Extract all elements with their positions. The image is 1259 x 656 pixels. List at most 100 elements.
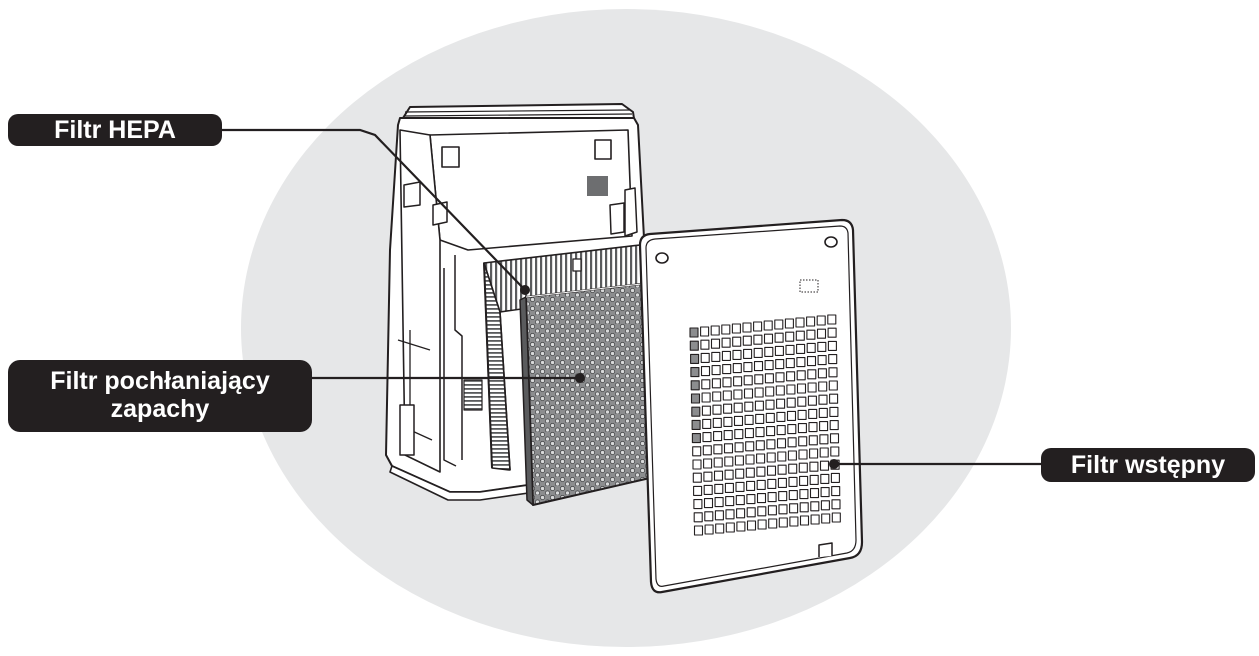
hepa-leader-dot bbox=[520, 285, 530, 295]
mesh-cell bbox=[690, 353, 700, 364]
mesh-cell bbox=[787, 424, 797, 435]
mesh-cell bbox=[831, 499, 841, 510]
mesh-cell bbox=[816, 315, 826, 326]
label-filtr-wstepny-text: Filtr wstępny bbox=[1070, 451, 1226, 479]
mesh-cell bbox=[742, 322, 752, 333]
mesh-cell bbox=[784, 318, 794, 329]
mesh-cell bbox=[798, 449, 808, 460]
mesh-cell bbox=[806, 329, 816, 340]
mesh-cell bbox=[733, 376, 743, 387]
mesh-cell bbox=[786, 371, 796, 382]
mesh-cell bbox=[789, 516, 799, 527]
mesh-cell bbox=[732, 349, 742, 360]
mesh-cell bbox=[818, 407, 828, 418]
mesh-cell bbox=[703, 498, 714, 509]
mesh-cell bbox=[819, 434, 829, 445]
mesh-cell bbox=[745, 454, 755, 465]
mesh-cell bbox=[775, 385, 785, 396]
mesh-cell bbox=[788, 490, 798, 501]
mesh-cell bbox=[756, 479, 766, 490]
mesh-cell bbox=[788, 463, 798, 474]
mesh-cell bbox=[744, 428, 754, 439]
mesh-cell bbox=[756, 493, 767, 504]
mesh-cell bbox=[768, 518, 778, 529]
label-filtr-hepa: Filtr HEPA bbox=[8, 114, 222, 146]
mesh-cell bbox=[722, 377, 732, 388]
mesh-cell bbox=[725, 522, 735, 533]
mesh-cell bbox=[710, 338, 721, 349]
mesh-cell bbox=[732, 336, 742, 347]
pre-filter-mesh bbox=[689, 314, 841, 536]
mesh-cell bbox=[810, 501, 820, 512]
mesh-cell bbox=[755, 427, 765, 438]
mesh-cell bbox=[725, 509, 735, 520]
mesh-cell bbox=[712, 417, 722, 428]
mesh-cell bbox=[831, 486, 841, 497]
mesh-cell bbox=[733, 389, 743, 400]
mesh-cell bbox=[765, 399, 775, 410]
mesh-cell bbox=[753, 347, 763, 358]
mesh-cell bbox=[743, 362, 753, 373]
mesh-cell bbox=[704, 524, 714, 535]
mesh-cell bbox=[821, 513, 831, 524]
mesh-cell bbox=[693, 525, 704, 536]
mesh-cell bbox=[778, 517, 788, 528]
mesh-cell bbox=[796, 357, 806, 368]
mesh-cell bbox=[767, 492, 777, 503]
mesh-cell bbox=[693, 485, 703, 496]
mesh-cell bbox=[795, 317, 805, 328]
mesh-cell bbox=[764, 346, 774, 357]
label-filtr-pochlaniajacy-zapachy: Filtr pochłaniający zapachy bbox=[8, 360, 312, 432]
mesh-cell bbox=[787, 450, 797, 461]
mesh-cell bbox=[754, 387, 764, 398]
mesh-cell bbox=[757, 519, 767, 530]
mesh-cell bbox=[753, 321, 763, 332]
mesh-cell bbox=[744, 401, 754, 412]
mesh-cell bbox=[827, 314, 837, 325]
mesh-cell bbox=[785, 344, 795, 355]
mesh-cell bbox=[797, 396, 807, 407]
mesh-cell bbox=[808, 408, 818, 419]
mesh-cell bbox=[817, 341, 827, 352]
mesh-cell bbox=[714, 483, 724, 494]
mesh-cell bbox=[744, 414, 754, 425]
mesh-cell bbox=[765, 386, 775, 397]
mesh-cell bbox=[691, 419, 701, 430]
mesh-cell bbox=[691, 406, 701, 417]
mesh-cell bbox=[754, 400, 764, 411]
carbon-filter bbox=[519, 282, 651, 506]
mesh-cell bbox=[702, 432, 712, 443]
mesh-cell bbox=[827, 327, 837, 338]
mesh-cell bbox=[701, 379, 711, 390]
mesh-cell bbox=[745, 467, 755, 478]
mesh-cell bbox=[710, 325, 720, 336]
mesh-cell bbox=[743, 375, 753, 386]
mesh-cell bbox=[725, 496, 735, 507]
mesh-cell bbox=[703, 484, 713, 495]
mesh-cell bbox=[689, 327, 699, 338]
mesh-cell bbox=[830, 472, 840, 483]
mesh-cell bbox=[806, 316, 816, 327]
mesh-cell bbox=[764, 360, 774, 371]
leader-lines bbox=[220, 128, 1042, 469]
mesh-cell bbox=[714, 497, 724, 508]
mesh-cell bbox=[778, 491, 788, 502]
mesh-cell bbox=[732, 363, 742, 374]
mesh-cell bbox=[807, 382, 817, 393]
mesh-cell bbox=[724, 456, 734, 467]
mesh-cell bbox=[731, 323, 741, 334]
mesh-cell bbox=[787, 437, 797, 448]
mesh-cell bbox=[816, 328, 827, 339]
mesh-cell bbox=[735, 468, 745, 479]
mesh-cell bbox=[799, 502, 809, 513]
mesh-cell bbox=[755, 413, 765, 424]
mesh-cell bbox=[745, 441, 755, 452]
mesh-cell bbox=[819, 460, 830, 471]
mesh-cell bbox=[746, 480, 756, 491]
mesh-cell bbox=[736, 508, 746, 519]
mesh-cell bbox=[776, 425, 786, 436]
mesh-cell bbox=[808, 435, 818, 446]
mesh-cell bbox=[766, 426, 776, 437]
mesh-cell bbox=[753, 334, 763, 345]
